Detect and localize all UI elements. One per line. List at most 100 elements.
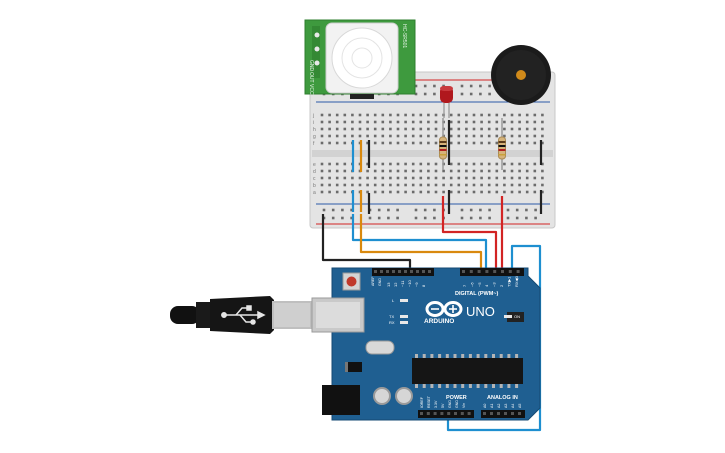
breadboard-hole: [320, 127, 324, 131]
power-label: POWER: [446, 395, 467, 401]
breadboard-hole: [510, 183, 514, 187]
chip-leg: [507, 354, 511, 358]
rail-hole: [460, 84, 464, 88]
header-hole: [504, 412, 507, 415]
row-letter: i: [313, 120, 314, 126]
pir-solder-pad: [314, 46, 320, 52]
chip-leg: [422, 384, 426, 388]
wire-orange-signal[interactable]: [359, 214, 483, 270]
breadboard-hole: [465, 190, 468, 194]
rail-hole: [534, 208, 537, 212]
rx-label: RX: [389, 320, 395, 325]
resistor-band: [439, 149, 447, 151]
row-letter: h: [313, 127, 316, 133]
breadboard-hole: [525, 113, 529, 117]
breadboard-hole: [396, 176, 400, 180]
resistor-buzzer[interactable]: [498, 118, 506, 170]
reset-button-cap[interactable]: [346, 276, 357, 287]
wire-red-led[interactable]: [441, 196, 498, 270]
breadboard-hole: [328, 169, 331, 173]
led-red[interactable]: [440, 86, 453, 118]
breadboard-hole: [449, 120, 453, 124]
breadboard-hole: [449, 169, 453, 173]
breadboard-hole: [328, 134, 331, 138]
breadboard-hole: [457, 134, 461, 138]
breadboard-hole: [419, 183, 423, 187]
breadboard-hole: [427, 162, 430, 166]
breadboard-hole: [411, 113, 415, 117]
rx-led: [400, 321, 408, 324]
breadboard-hole: [411, 141, 415, 145]
breadboard-hole: [366, 113, 369, 117]
breadboard-hole: [465, 162, 468, 166]
breadboard-hole: [457, 141, 461, 145]
breadboard-hole: [335, 183, 339, 187]
pir-fresnel-ring: [341, 37, 383, 79]
breadboard-hole: [389, 183, 392, 187]
rail-holes-bottom: [322, 208, 537, 220]
breadboard-hole: [389, 141, 392, 145]
breadboard-hole: [480, 141, 483, 145]
rail-hole: [423, 208, 427, 212]
breadboard-hole: [320, 120, 324, 124]
tx-led: [400, 315, 408, 318]
breadboard-hole: [510, 169, 514, 173]
pir-pin-gnd: GND: [308, 60, 314, 72]
breadboard-hole: [487, 127, 491, 131]
breadboard-hole: [396, 127, 400, 131]
breadboard-hole: [396, 141, 400, 145]
header-hole: [380, 270, 383, 273]
rail-hole: [469, 208, 473, 212]
breadboard-hole: [381, 127, 385, 131]
breadboard-hole: [503, 169, 506, 173]
breadboard-hole: [480, 169, 483, 173]
header-hole: [462, 270, 465, 273]
rail-hole: [423, 92, 427, 96]
piezo-buzzer[interactable]: [491, 45, 551, 105]
breadboard[interactable]: j i h g f e d c b a: [309, 71, 556, 229]
breadboard-hole: [427, 190, 430, 194]
breadboard-hole: [518, 134, 521, 138]
breadboard-hole: [320, 169, 324, 173]
dc-power-jack: [322, 385, 360, 415]
row-letter: f: [313, 141, 315, 147]
breadboard-hole: [366, 134, 369, 138]
wire-black-gnd[interactable]: [321, 214, 412, 270]
header-hole: [374, 270, 377, 273]
header-hole: [386, 270, 389, 273]
digital-pin-label: ~10: [407, 279, 412, 287]
pir-sensor[interactable]: HC-SR501 GND OUT VCC: [304, 19, 416, 99]
usb-cable[interactable]: [170, 296, 312, 334]
breadboard-hole: [495, 183, 499, 187]
breadboard-hole: [373, 169, 377, 173]
row-letter: c: [313, 176, 316, 182]
rail-hole: [469, 84, 473, 88]
chip-leg: [422, 354, 426, 358]
breadboard-hole: [320, 176, 324, 180]
breadboard-hole: [449, 162, 453, 166]
breadboard-hole: [404, 162, 407, 166]
rail-hole: [433, 208, 436, 212]
tx-label: TX: [389, 314, 394, 319]
header-hole: [518, 412, 521, 415]
digital-pin-label: 2: [499, 284, 504, 287]
analog-pin-label: A5: [518, 404, 522, 408]
breadboard-hole: [366, 190, 369, 194]
wire-blue-signal[interactable]: [351, 214, 488, 270]
resistor-body: [498, 136, 506, 160]
breadboard-hole: [525, 141, 529, 145]
breadboard-hole: [495, 134, 499, 138]
power-header: [418, 410, 474, 418]
digital-pin-label: ~11: [400, 280, 405, 287]
breadboard-hole: [465, 134, 468, 138]
resistor-led[interactable]: [439, 118, 447, 170]
rail-hole: [479, 208, 482, 212]
row-letters-left: j i h g f e d c b a: [312, 113, 316, 196]
header-hole: [398, 270, 401, 273]
breadboard-hole: [442, 176, 445, 180]
breadboard-hole: [541, 113, 544, 117]
analog-pin-label: A4: [511, 404, 515, 408]
chip-leg: [438, 354, 442, 358]
breadboard-hole: [404, 141, 407, 145]
